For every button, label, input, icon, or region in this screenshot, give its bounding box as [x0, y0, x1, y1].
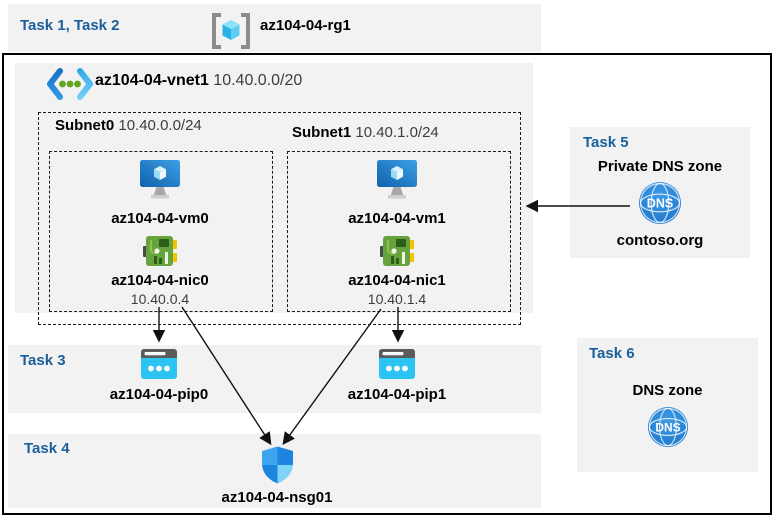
network-interface-icon	[380, 236, 414, 266]
pip0-name: az104-04-pip0	[109, 386, 209, 403]
task5-label: Task 5	[583, 134, 629, 151]
resource-group-name: az104-04-rg1	[260, 17, 351, 34]
task6-label: Task 6	[589, 345, 635, 362]
virtual-machine-icon	[377, 160, 417, 199]
vm0-stack: az104-04-vm0 az104-04-nic0 10.40.0.4	[88, 158, 232, 307]
subnet1-cidr: 10.40.1.0/24	[355, 124, 439, 141]
subnet1-box	[287, 151, 511, 312]
dns-globe-icon: DNS	[639, 182, 681, 224]
private-dns-zone-title: Private DNS zone	[597, 158, 723, 175]
nic0-ip: 10.40.0.4	[130, 291, 190, 307]
virtual-network-icon	[47, 68, 93, 100]
vnet-title: az104-04-vnet1 10.40.0.0/20	[95, 72, 302, 90]
task3-band: Task 3	[8, 345, 541, 413]
subnet1-label: Subnet1 10.40.1.0/24	[292, 124, 439, 141]
svg-text:DNS: DNS	[647, 197, 673, 211]
pip0-stack: az104-04-pip0	[87, 349, 231, 404]
subnet1-name: Subnet1	[292, 124, 352, 141]
task5-box: Task 5 Private DNS zone DNS contoso.org	[570, 127, 750, 258]
vm1-stack: az104-04-vm1 az104-04-nic1 10.40.1.4	[325, 158, 469, 307]
subnet0-name: Subnet0	[55, 117, 115, 134]
dns-zone-title: DNS zone	[632, 382, 703, 399]
vnet-name: az104-04-vnet1	[95, 72, 209, 89]
network-security-group-shield-icon	[261, 446, 293, 484]
vnet-panel	[15, 63, 533, 313]
vm1-name: az104-04-vm1	[348, 210, 446, 227]
vm0-name: az104-04-vm0	[111, 210, 209, 227]
nsg-stack: az104-04-nsg01	[205, 446, 349, 507]
subnets-group-box	[38, 112, 521, 325]
subnet0-box	[49, 151, 273, 312]
task6-box: Task 6 DNS zone DNS	[577, 338, 758, 472]
public-ip-icon	[379, 349, 415, 379]
task-1-2-label: Task 1, Task 2	[20, 17, 120, 34]
resource-group-icon	[212, 13, 250, 49]
pip1-stack: az104-04-pip1	[325, 349, 469, 404]
svg-text:DNS: DNS	[655, 420, 680, 434]
network-interface-icon	[143, 236, 177, 266]
virtual-machine-icon	[140, 160, 180, 199]
nic0-name: az104-04-nic0	[111, 272, 209, 289]
nsg-name: az104-04-nsg01	[221, 489, 333, 506]
nic1-name: az104-04-nic1	[348, 272, 446, 289]
nic1-ip: 10.40.1.4	[367, 291, 427, 307]
dns-globe-icon: DNS	[647, 406, 688, 448]
task4-label: Task 4	[24, 440, 70, 457]
subnet0-cidr: 10.40.0.0/24	[118, 117, 202, 134]
private-dns-zone-name: contoso.org	[616, 232, 704, 249]
pip1-name: az104-04-pip1	[347, 386, 447, 403]
public-ip-icon	[141, 349, 177, 379]
subnet0-label: Subnet0 10.40.0.0/24	[55, 117, 202, 134]
vnet-cidr: 10.40.0.0/20	[213, 72, 303, 89]
resource-group-band: Task 1, Task 2 az104-04-rg1	[8, 4, 541, 52]
task3-label: Task 3	[20, 352, 66, 369]
